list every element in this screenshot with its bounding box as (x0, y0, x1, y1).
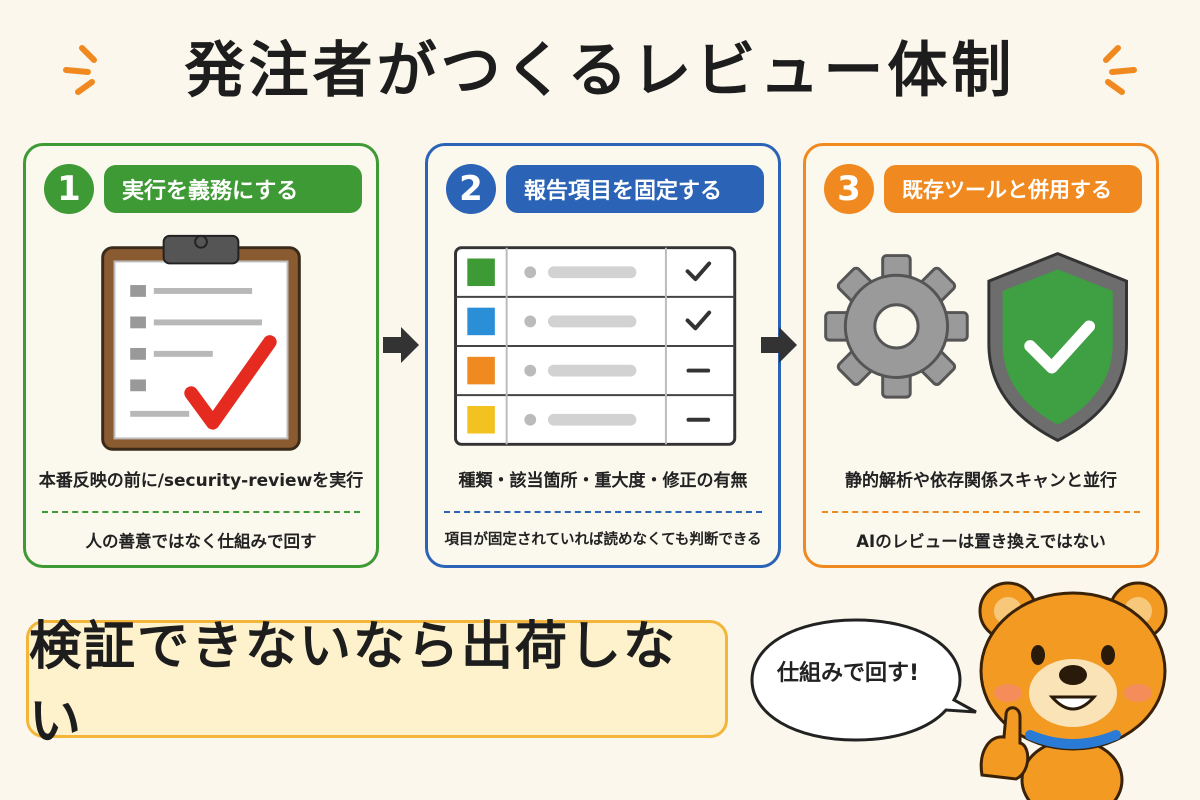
sparkle-right-icon (1103, 45, 1137, 95)
divider (42, 511, 360, 513)
divider (822, 511, 1140, 513)
checklist-table-icon (454, 246, 737, 446)
shield-check-icon (987, 252, 1128, 443)
page-title: 発注者がつくるレビュー体制 (184, 36, 1016, 106)
tool-icons (824, 252, 1128, 443)
step-description: 静的解析や依存関係スキャンと並行 (845, 471, 1117, 491)
conclusion-banner: 検証できないなら出荷しない (26, 617, 728, 752)
bear-mascot (978, 581, 1168, 800)
gear-icon (824, 254, 969, 399)
step-note: 人の善意ではなく仕組みで回す (85, 532, 317, 551)
step-heading: 報告項目を固定する (506, 165, 764, 213)
step-heading: 既存ツールと併用する (884, 165, 1142, 213)
clipboard-check-icon (101, 234, 301, 451)
step-description: 種類・該当箇所・重大度・修正の有無 (458, 471, 748, 491)
step-card-2: 2 報告項目を固定する 種類・該当箇所・重大度・修正の有無 項目が固定されていれ… (425, 143, 781, 568)
speech-bubble (750, 618, 977, 742)
step-note: 項目が固定されていれば読めなくても判断できる (444, 532, 762, 548)
step-number: 2 (446, 164, 496, 214)
arrow-right-icon (383, 327, 419, 363)
divider (444, 511, 762, 513)
step-note: AIのレビューは置き換えではない (856, 532, 1106, 551)
step-card-1: 1 実行を義務にする 本番反映の前に/security-reviewを実行 人の… (23, 143, 379, 568)
sparkle-left-icon (63, 45, 97, 95)
step-card-3: 3 既存ツールと併用する 静的解析や依存関係スキャンと並行 AIのレビューは置き… (803, 143, 1159, 568)
step-heading: 実行を義務にする (104, 165, 362, 213)
step-number: 1 (44, 164, 94, 214)
step-description: 本番反映の前に/security-reviewを実行 (38, 471, 364, 491)
speech-bubble-text: 仕組みで回す! (776, 661, 920, 686)
arrow-right-icon (761, 327, 797, 363)
step-number: 3 (824, 164, 874, 214)
